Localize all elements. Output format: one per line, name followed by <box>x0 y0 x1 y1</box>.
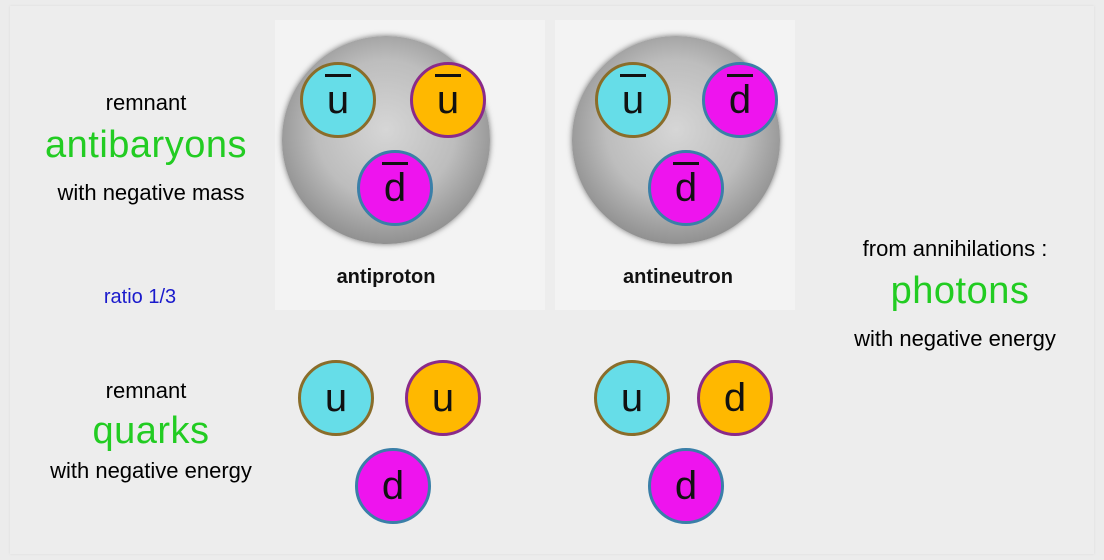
antiproton-quark-2-label: u <box>437 80 459 120</box>
annihilations-label: from annihilations : <box>820 236 1090 262</box>
antiproton-quark-2-antibar <box>435 74 461 77</box>
antibaryons-subtitle: with negative mass <box>20 180 282 206</box>
antineutron-quark-3-antibar <box>673 162 699 165</box>
antineutron-quark-1: u <box>595 62 671 138</box>
antiproton-quark-1-label: u <box>327 80 349 120</box>
antiproton-caption: antiproton <box>296 266 476 289</box>
quarks_group_1-quark-3: d <box>355 448 431 524</box>
antineutron-quark-2: d <box>702 62 778 138</box>
quarks_group_1-quark-1: u <box>298 360 374 436</box>
antibaryons-title: antibaryons <box>20 124 272 167</box>
ratio-label: ratio 1/3 <box>70 286 210 309</box>
quarks-title: quarks <box>20 410 282 453</box>
quarks-remnant-label: remnant <box>86 378 206 404</box>
quarks_group_2-quark-2-label: d <box>724 378 746 418</box>
antineutron-caption: antineutron <box>588 266 768 289</box>
quarks_group_2-quark-1-label: u <box>621 378 643 418</box>
antiproton-quark-3-label: d <box>384 168 406 208</box>
antineutron-quark-3: d <box>648 150 724 226</box>
quarks_group_2-quark-1: u <box>594 360 670 436</box>
quarks_group_2-quark-3: d <box>648 448 724 524</box>
antineutron-quark-1-antibar <box>620 74 646 77</box>
quarks_group_1-quark-2: u <box>405 360 481 436</box>
antiproton-quark-1: u <box>300 62 376 138</box>
antibaryons-remnant-label: remnant <box>86 90 206 116</box>
antineutron-quark-1-label: u <box>622 80 644 120</box>
antiproton-quark-3: d <box>357 150 433 226</box>
photons-subtitle: with negative energy <box>820 326 1090 352</box>
antineutron-quark-3-label: d <box>675 168 697 208</box>
quarks_group_1-quark-3-label: d <box>382 466 404 506</box>
photons-title: photons <box>840 270 1080 313</box>
quarks_group_2-quark-2: d <box>697 360 773 436</box>
antiproton-quark-2: u <box>410 62 486 138</box>
quarks_group_2-quark-3-label: d <box>675 466 697 506</box>
quarks-subtitle: with negative energy <box>20 458 282 484</box>
antineutron-quark-2-label: d <box>729 80 751 120</box>
quarks_group_1-quark-2-label: u <box>432 378 454 418</box>
antineutron-quark-2-antibar <box>727 74 753 77</box>
quarks_group_1-quark-1-label: u <box>325 378 347 418</box>
antiproton-quark-1-antibar <box>325 74 351 77</box>
antiproton-quark-3-antibar <box>382 162 408 165</box>
